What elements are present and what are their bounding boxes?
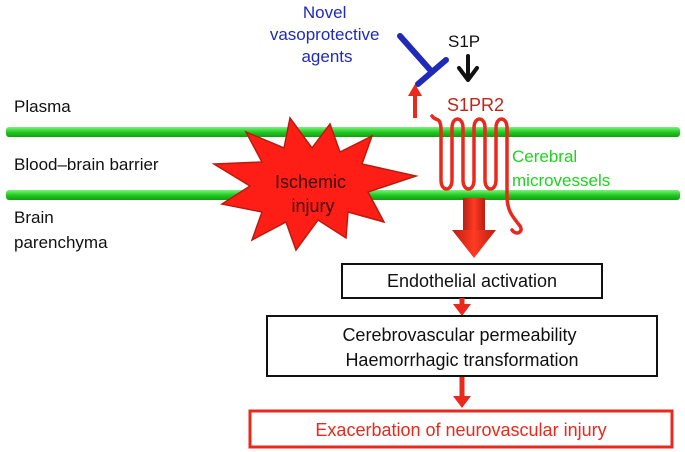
endothelial-line-1: Endothelial activation bbox=[387, 271, 557, 291]
permeability-box bbox=[266, 315, 658, 377]
cerebral-label-line-1: Cerebral bbox=[512, 147, 577, 166]
arrow-2-icon bbox=[453, 396, 471, 408]
novel-vasoprotective-agents-label: Novel vasoprotective agents bbox=[270, 3, 384, 66]
inhibitor-bar-icon bbox=[415, 57, 449, 87]
exacerbation-line-1: Exacerbation of neurovascular injury bbox=[315, 420, 606, 440]
s1p-down-arrow-icon bbox=[457, 54, 479, 82]
permeability-line-2: Haemorrhagic transformation bbox=[345, 350, 578, 370]
ischemic-label-line-1: Ischemic bbox=[275, 172, 346, 192]
s1p-label: S1P bbox=[448, 32, 480, 51]
brain-label-line-1: Brain bbox=[14, 208, 54, 227]
brain-parenchyma-label: Brain parenchyma bbox=[14, 208, 108, 252]
red-up-arrow-icon bbox=[408, 84, 422, 96]
exacerbation-box bbox=[248, 409, 674, 449]
ischemic-injury-label: Ischemic injury bbox=[275, 172, 351, 216]
exacerbation-text: Exacerbation of neurovascular injury bbox=[315, 420, 606, 440]
cerebral-label-line-2: microvessels bbox=[512, 171, 610, 190]
endothelial-activation-box bbox=[341, 263, 603, 299]
plasma-label: Plasma bbox=[14, 97, 71, 116]
endothelial-activation-text: Endothelial activation bbox=[387, 271, 557, 291]
s1pr2-label: S1PR2 bbox=[447, 95, 504, 115]
ischemic-label-line-2: injury bbox=[291, 196, 334, 216]
novel-label-line-3: agents bbox=[301, 47, 352, 66]
brain-label-line-2: parenchyma bbox=[14, 233, 108, 252]
big-down-arrow-icon bbox=[452, 230, 496, 258]
permeability-text: Cerebrovascular permeability Haemorrhagi… bbox=[342, 325, 581, 370]
inhibitor-stem bbox=[397, 33, 435, 75]
ischemic-injury-starburst bbox=[211, 116, 419, 252]
plasma-membrane-line bbox=[6, 127, 680, 137]
novel-label-line-1: Novel bbox=[303, 3, 346, 22]
blood-brain-barrier-label: Blood–brain barrier bbox=[14, 155, 159, 174]
novel-label-line-2: vasoprotective bbox=[270, 25, 380, 44]
arrow-1-icon bbox=[453, 304, 471, 316]
cerebral-microvessels-label: Cerebral microvessels bbox=[512, 147, 610, 190]
big-arrow-shaft bbox=[463, 198, 485, 232]
permeability-line-1: Cerebrovascular permeability bbox=[342, 325, 576, 345]
s1pr2-receptor-icon bbox=[430, 114, 523, 235]
